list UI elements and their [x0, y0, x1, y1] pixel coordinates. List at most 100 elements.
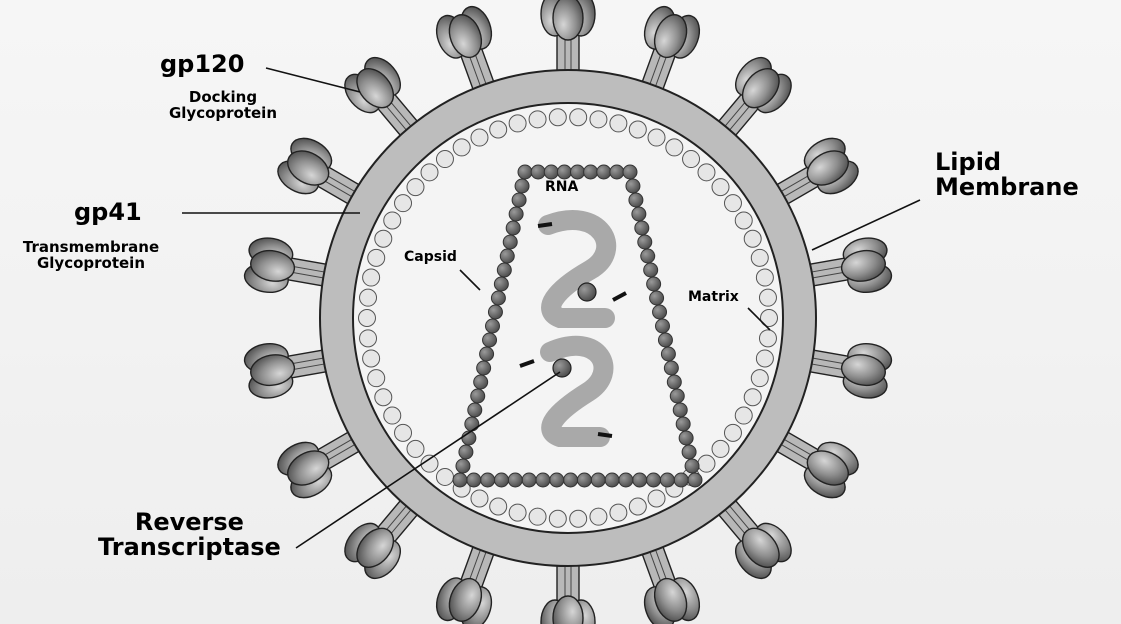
matrix-bead [735, 407, 752, 424]
capsid-bead [633, 473, 647, 487]
matrix-bead [751, 370, 768, 387]
capsid-bead [550, 473, 564, 487]
matrix-bead [453, 139, 470, 156]
capsid-bead [679, 431, 693, 445]
matrix-bead [759, 330, 776, 347]
capsid-bead [544, 165, 558, 179]
capsid-bead [456, 459, 470, 473]
capsid-bead [500, 249, 514, 263]
capsid-bead [667, 375, 681, 389]
matrix-bead [490, 121, 507, 138]
capsid-label: Capsid [404, 250, 457, 265]
matrix-bead [756, 269, 773, 286]
matrix-bead [698, 164, 715, 181]
capsid-bead [531, 165, 545, 179]
matrix-bead [509, 504, 526, 521]
matrix-bead [724, 424, 741, 441]
matrix-bead [363, 350, 380, 367]
matrix-bead [360, 330, 377, 347]
rna-end-mark [538, 224, 552, 226]
reverse-transcriptase-molecule [578, 283, 596, 301]
matrix-bead [360, 289, 377, 306]
capsid-bead [644, 263, 658, 277]
matrix-bead [395, 424, 412, 441]
capsid-bead [673, 403, 687, 417]
capsid-bead [619, 473, 633, 487]
gp41-caption-line2: Glycoprotein [8, 256, 174, 272]
capsid-bead [605, 473, 619, 487]
matrix-bead [436, 151, 453, 168]
capsid-bead [688, 473, 702, 487]
gp41-caption: Transmembrane Glycoprotein [8, 240, 174, 272]
capsid-bead [632, 207, 646, 221]
capsid-bead [481, 473, 495, 487]
matrix-bead [610, 115, 627, 132]
lipid-membrane-label: Lipid Membrane [935, 150, 1079, 200]
matrix-bead [384, 407, 401, 424]
capsid-bead [647, 277, 661, 291]
matrix-bead [570, 510, 587, 527]
capsid-bead [509, 207, 523, 221]
rna-end-mark [598, 434, 612, 436]
matrix-bead [368, 249, 385, 266]
matrix-bead [712, 440, 729, 457]
gp120-label: gp120 [160, 52, 244, 77]
capsid-bead [638, 235, 652, 249]
matrix-bead [610, 504, 627, 521]
capsid-bead [597, 165, 611, 179]
matrix-bead [549, 109, 566, 126]
capsid-bead [660, 473, 674, 487]
capsid-bead [557, 165, 571, 179]
capsid-bead [477, 361, 491, 375]
capsid-bead [623, 165, 637, 179]
matrix-label: Matrix [688, 290, 739, 305]
matrix-bead [375, 389, 392, 406]
capsid-bead [584, 165, 598, 179]
matrix-bead [698, 455, 715, 472]
matrix-bead [436, 468, 453, 485]
matrix-bead [751, 249, 768, 266]
matrix-bead [368, 370, 385, 387]
capsid-bead [536, 473, 550, 487]
gp41-label: gp41 [74, 200, 142, 225]
matrix-bead [363, 269, 380, 286]
matrix-bead [648, 490, 665, 507]
capsid-bead [483, 333, 497, 347]
reverse-transcriptase-label-line2: Transcriptase [98, 535, 281, 560]
capsid-bead [670, 389, 684, 403]
matrix-bead [407, 440, 424, 457]
matrix-bead [407, 179, 424, 196]
matrix-bead [759, 289, 776, 306]
capsid-bead [474, 375, 488, 389]
capsid-bead [518, 165, 532, 179]
capsid-bead [629, 193, 643, 207]
matrix-bead [490, 498, 507, 515]
capsid-bead [664, 361, 678, 375]
capsid-bead [656, 319, 670, 333]
capsid-bead [503, 235, 517, 249]
gp120-knob-lobe [553, 0, 583, 40]
lipid-membrane-label-line2: Membrane [935, 175, 1079, 200]
matrix-bead [529, 111, 546, 128]
capsid-bead [676, 417, 690, 431]
capsid-bead [480, 347, 494, 361]
capsid-bead [610, 165, 624, 179]
reverse-transcriptase-label-line1: Reverse [98, 510, 281, 535]
capsid-bead [515, 179, 529, 193]
capsid-bead [512, 193, 526, 207]
capsid-bead [674, 473, 688, 487]
matrix-bead [648, 129, 665, 146]
matrix-bead [384, 212, 401, 229]
matrix-bead [735, 212, 752, 229]
matrix-bead [359, 310, 376, 327]
capsid-bead [577, 473, 591, 487]
capsid-bead [494, 473, 508, 487]
reverse-transcriptase-label: Reverse Transcriptase [98, 510, 281, 560]
matrix-bead [395, 195, 412, 212]
matrix-bead [549, 510, 566, 527]
matrix-bead [744, 389, 761, 406]
capsid-bead [641, 249, 655, 263]
capsid-bead [653, 305, 667, 319]
capsid-bead [468, 403, 482, 417]
